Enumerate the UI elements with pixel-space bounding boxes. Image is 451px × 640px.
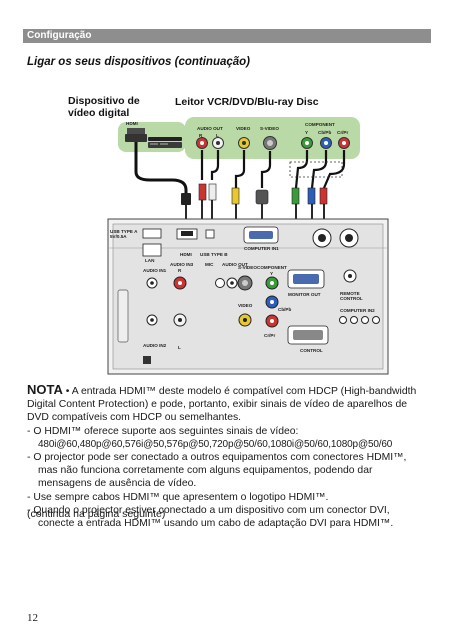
panel-computer-in1-label: COMPUTER IN1 [244,246,279,251]
panel-hdmi-label: HDMI [180,252,192,257]
continued-text: (continua na página seguinte) [27,508,166,520]
note-paragraph-2: - O HDMI™ oferece suporte aos seguintes … [27,425,299,437]
player-jacks [196,136,350,150]
panel-remote-control-label: REMOTE CONTROL [340,291,363,301]
panel-lan-label: LAN [145,258,155,263]
connection-diagram-graphic [107,117,389,375]
player-crpr-label: Cr/Pr [337,130,349,135]
panel-l-label: L [178,345,181,350]
panel-crpr-label: Cr/Pr [264,333,276,338]
player-y-label: Y [305,130,309,135]
panel-usb-label: USB TYPE A 5V/0.5A [110,229,138,239]
player-component-label: COMPONENT [305,122,335,127]
panel-audio-out-label: AUDIO OUT [222,262,248,267]
panel-cbpb-label: Cb/Pb [278,307,292,312]
note-block: NOTA • A entrada HDMI™ deste modelo é co… [27,383,427,530]
section-header-text: Configuração [27,30,92,41]
panel-component-label: COMPONENT [257,265,287,270]
device1-hdmi-label: HDMI [126,121,138,126]
panel-audio-in2-label: AUDIO IN2 [143,343,167,348]
panel-y-label: Y [270,271,274,276]
player-cbpb-label: Cb/Pb [318,130,332,135]
panel-monitor-out-label: MONITOR OUT [288,292,321,297]
note-formats-line: 480i@60,480p@60,576i@50,576p@50,720p@50/… [38,438,393,450]
panel-audio-in3-label: AUDIO IN3 [170,262,194,267]
note-paragraph-5: - Quando o projector estiver conectado a… [27,504,394,530]
note-paragraph-1-text: • A entrada HDMI™ deste modelo é compatí… [27,386,417,424]
dashed-bracket [289,161,343,178]
player-video-label: VIDEO [236,126,251,131]
section-header-bar: Configuração [23,29,431,43]
panel-svideo-label: S-VIDEO [238,265,257,270]
page-title: Ligar os seus dispositivos (continuação) [27,56,251,68]
panel-r-label: R [178,268,182,273]
panel-control-label: CONTROL [300,348,323,353]
connection-diagram: Dispositivo de vídeo digital HDMI Leitor… [68,95,389,375]
panel-computer-in2-label: COMPUTER IN2 [340,308,375,313]
note-label: NOTA [27,382,63,397]
hdmi-plug [181,193,191,205]
page-number: 12 [27,612,38,624]
note-paragraph-4: - Use sempre cabos HDMI™ que apresentem … [27,491,329,503]
projector-rear-panel [107,218,389,375]
note-paragraph-1: NOTA • A entrada HDMI™ deste modelo é co… [27,383,427,425]
device2-label: Leitor VCR/DVD/Blu-ray Disc [175,96,319,108]
player-svideo-label: S-VIDEO [260,126,279,131]
player-audio-out-label: AUDIO OUT [197,126,223,131]
panel-usb-b-label: USB TYPE B [200,252,228,257]
panel-audio-in1-label: AUDIO IN1 [143,268,167,273]
note-paragraph-3: - O projector pode ser conectado a outro… [27,452,407,490]
panel-video-label: VIDEO [238,303,253,308]
player-r-label: R [199,133,203,138]
digital-video-device-icon [125,128,182,148]
panel-mic-label: MIC [205,262,214,267]
device1-label: Dispositivo de vídeo digital [68,95,140,119]
player-l-label: L [216,133,219,138]
